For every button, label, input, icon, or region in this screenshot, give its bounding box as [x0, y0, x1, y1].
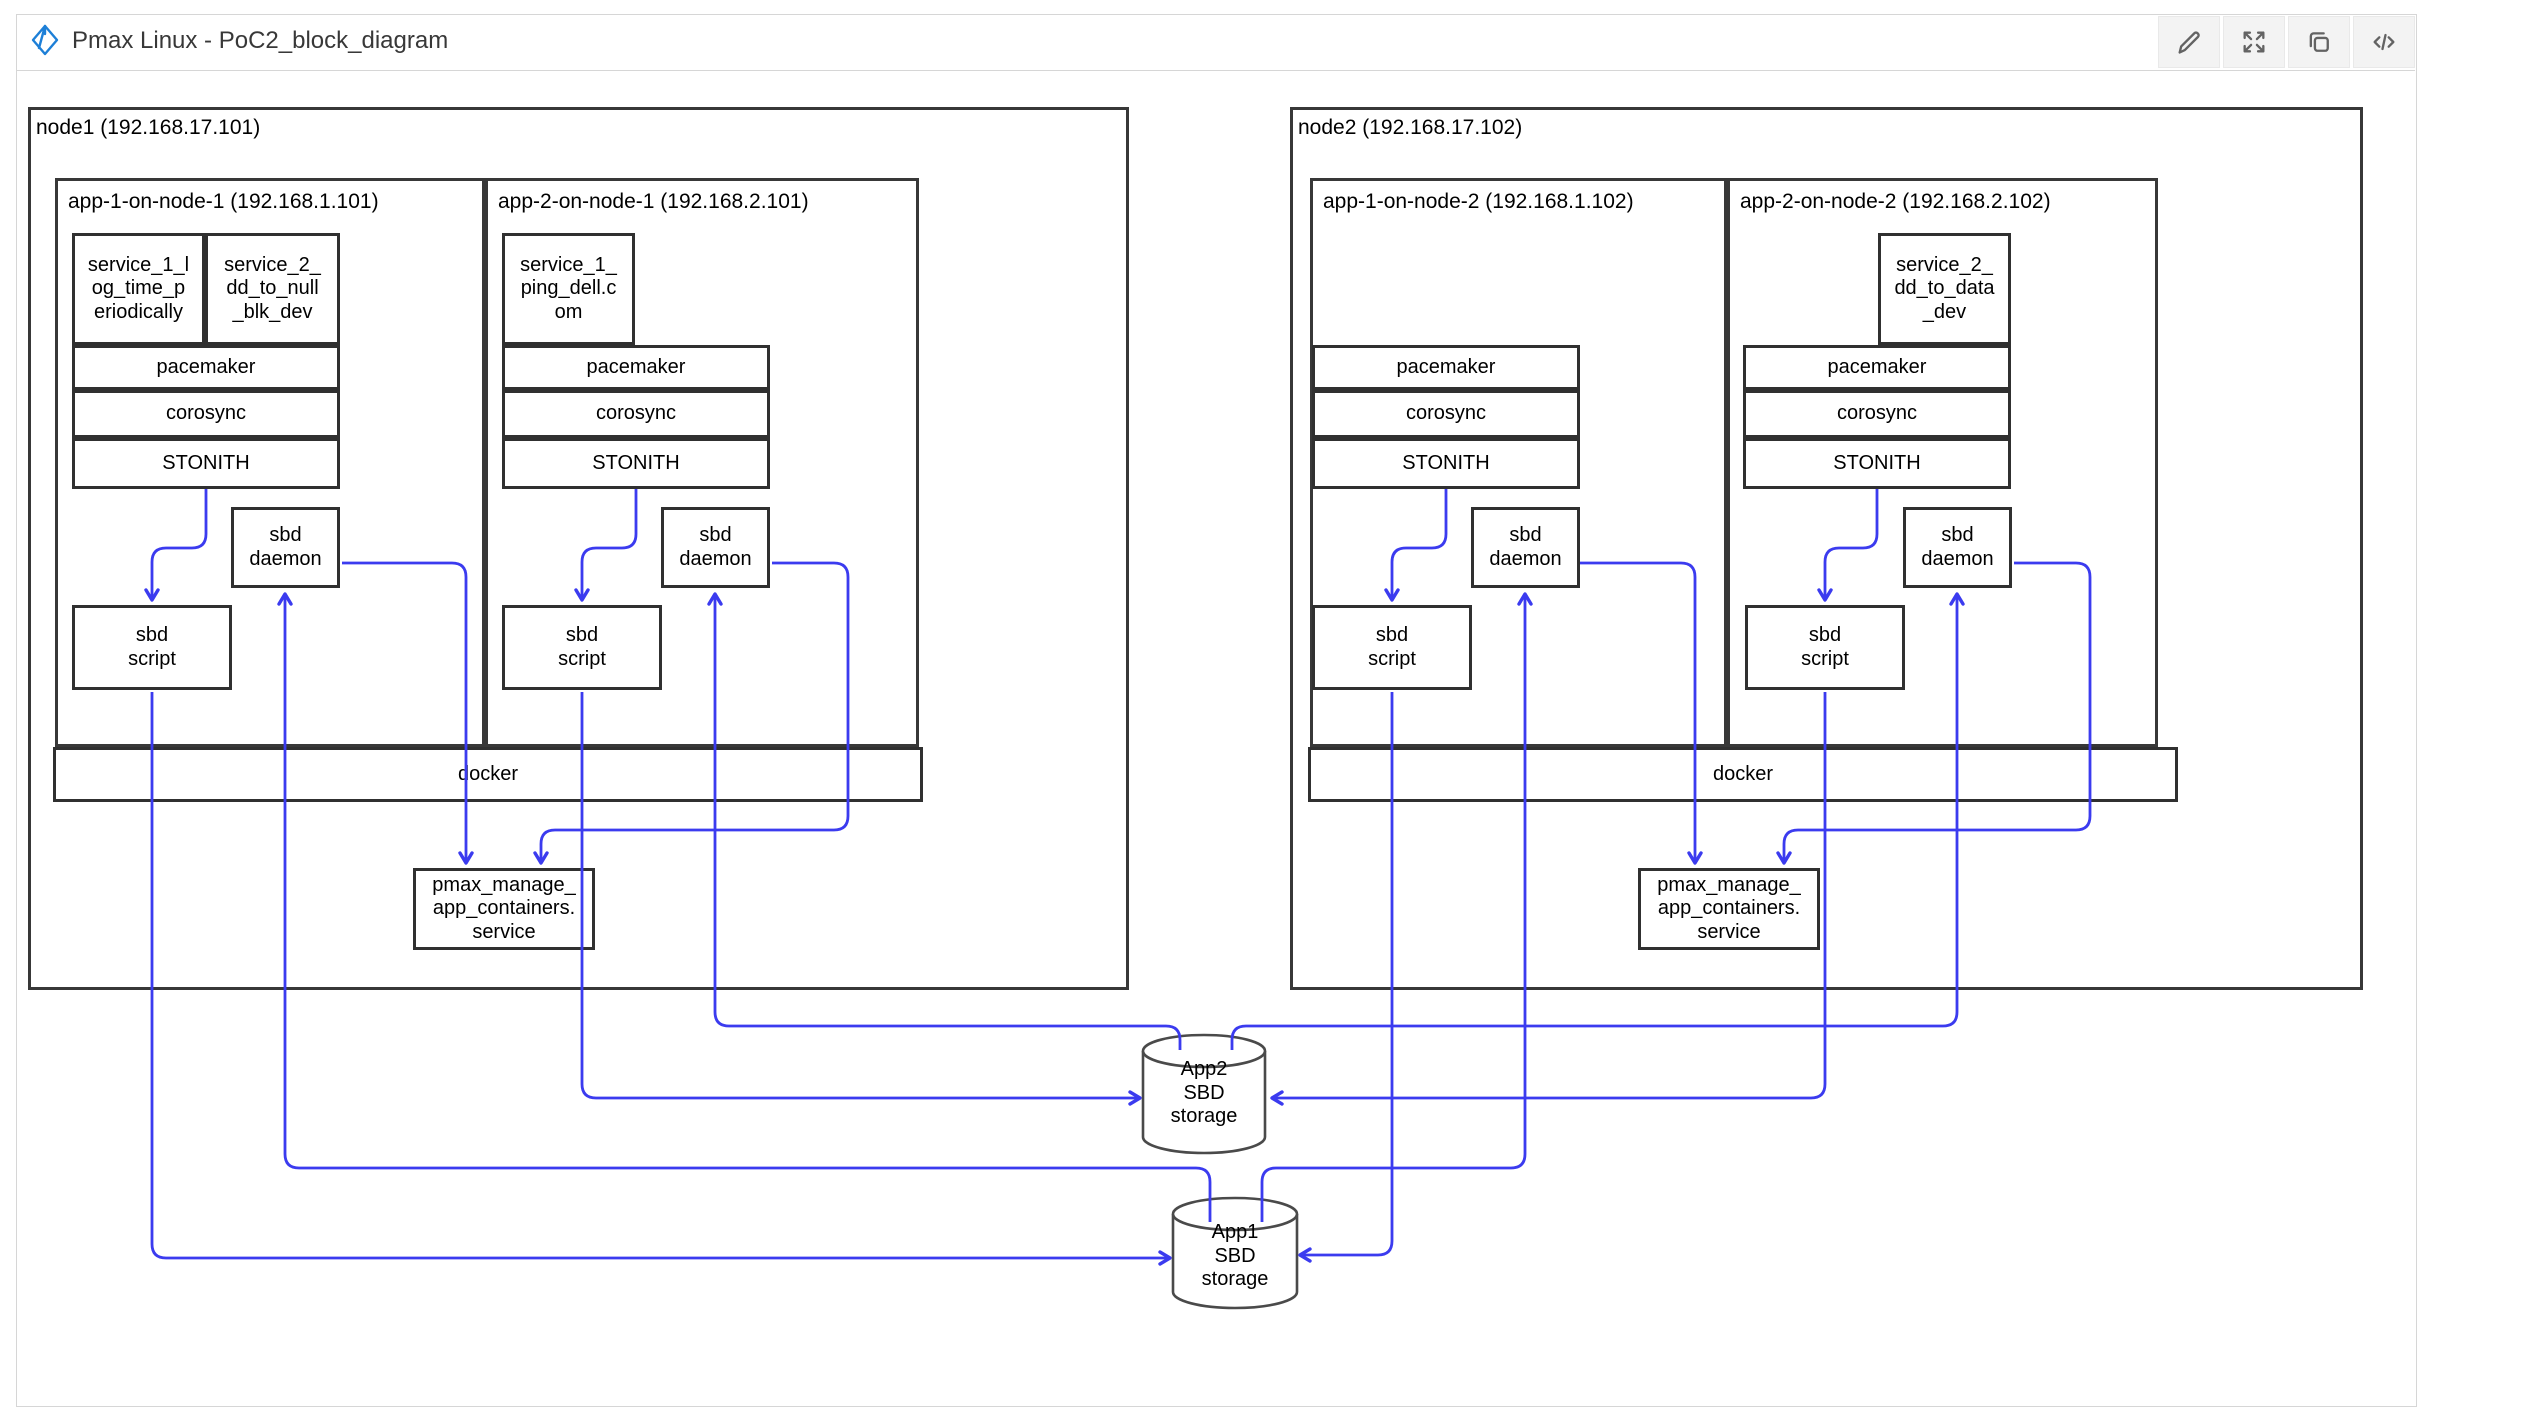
sbd-daemon-box: sbd daemon: [1471, 507, 1580, 588]
corosync-row: corosync: [72, 390, 340, 438]
pacemaker-row: pacemaker: [1312, 345, 1580, 390]
node1-title: node1 (192.168.17.101): [36, 116, 261, 139]
fullscreen-button[interactable]: [2223, 16, 2285, 68]
pmax-service-box: pmax_manage_ app_containers. service: [1638, 868, 1820, 950]
service-box: service_2_ dd_to_null _blk_dev: [205, 233, 340, 345]
expand-icon: [2243, 31, 2265, 53]
stonith-row: STONITH: [1312, 438, 1580, 489]
stonith-row: STONITH: [72, 438, 340, 489]
pencil-icon: [2178, 31, 2200, 54]
sbd-script-box: sbd script: [502, 605, 662, 690]
app2-sbd-storage-label: App2 SBD storage: [1170, 1058, 1238, 1128]
docker-bar: docker: [53, 747, 923, 802]
service-box: service_1_l og_time_p eriodically: [72, 233, 205, 345]
corosync-row: corosync: [502, 390, 770, 438]
copy-button[interactable]: [2288, 16, 2350, 68]
pacemaker-row: pacemaker: [1743, 345, 2011, 390]
app1-sbd-storage-label: App1 SBD storage: [1201, 1221, 1269, 1291]
pacemaker-row: pacemaker: [502, 345, 770, 390]
service-box: service_1_ ping_dell.c om: [502, 233, 635, 345]
page-title: Pmax Linux - PoC2_block_diagram: [72, 27, 449, 54]
pacemaker-row: pacemaker: [72, 345, 340, 390]
app-2-on-node-1-title: app-2-on-node-1 (192.168.2.101): [498, 190, 809, 213]
app-1-on-node-2-title: app-1-on-node-2 (192.168.1.102): [1323, 190, 1634, 213]
sbd-script-box: sbd script: [1745, 605, 1905, 690]
drawio-logo-icon: [31, 24, 59, 56]
corosync-row: corosync: [1743, 390, 2011, 438]
sbd-script-box: sbd script: [1312, 605, 1472, 690]
sbd-daemon-box: sbd daemon: [1903, 507, 2012, 588]
app-2-on-node-2-title: app-2-on-node-2 (192.168.2.102): [1740, 190, 2051, 213]
copy-icon: [2309, 32, 2329, 52]
sbd-daemon-box: sbd daemon: [231, 507, 340, 588]
node2-title: node2 (192.168.17.102): [1298, 116, 1523, 139]
pmax-service-box: pmax_manage_ app_containers. service: [413, 868, 595, 950]
docker-bar: docker: [1308, 747, 2178, 802]
titlebar-divider: [17, 70, 2415, 71]
stonith-row: STONITH: [1743, 438, 2011, 489]
sbd-script-box: sbd script: [72, 605, 232, 690]
app-1-on-node-1-title: app-1-on-node-1 (192.168.1.101): [68, 190, 379, 213]
stonith-row: STONITH: [502, 438, 770, 489]
toolbar: [2158, 16, 2415, 68]
embed-code-button[interactable]: [2353, 16, 2415, 68]
corosync-row: corosync: [1312, 390, 1580, 438]
edit-button[interactable]: [2158, 16, 2220, 68]
sbd-daemon-box: sbd daemon: [661, 507, 770, 588]
code-icon: [2373, 33, 2395, 51]
service-box: service_2_ dd_to_data _dev: [1878, 233, 2011, 345]
